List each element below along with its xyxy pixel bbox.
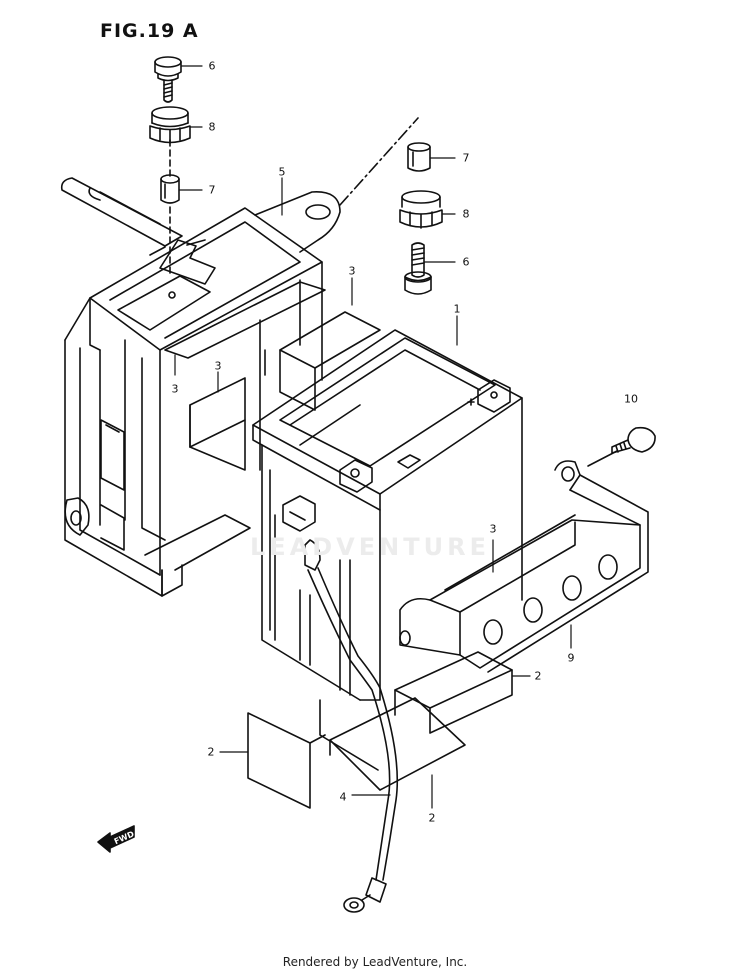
callout-9: 9: [567, 651, 575, 665]
part-3-pad-left: [190, 378, 245, 470]
leader-lines: [175, 66, 571, 808]
callout-3-top: 3: [348, 264, 356, 278]
part-9-bracket: [400, 461, 648, 672]
watermark: LEADVENTURE: [250, 533, 490, 561]
figure-title: FIG.19 A: [100, 20, 199, 42]
part-7-collar-right: [408, 143, 430, 171]
leader-10: [588, 451, 617, 466]
part-6-bolt-right: [405, 243, 431, 294]
callout-5: 5: [278, 165, 286, 179]
part-7-collar-left: [161, 175, 179, 203]
part-2-pad-right: [395, 652, 512, 733]
callout-2-left: 2: [207, 745, 215, 759]
part-6-bolt-top: [155, 57, 181, 102]
callout-3-right: 3: [489, 522, 497, 536]
callout-1: 1: [453, 302, 461, 316]
part-2-pad-bottom: [320, 698, 465, 790]
callout-2-right: 2: [534, 669, 542, 683]
callout-6-right: 6: [462, 255, 470, 269]
fwd-arrow-icon: FWD: [98, 826, 136, 852]
part-1-battery: [253, 330, 522, 700]
callout-8-top: 8: [208, 120, 216, 134]
part-3-pad-mid: [280, 312, 380, 410]
callout-7-left: 7: [208, 183, 216, 197]
callout-3-left: 3: [171, 382, 179, 396]
callout-2-bottom: 2: [428, 811, 436, 825]
callout-7-right: 7: [462, 151, 470, 165]
mounting-guide-line: [170, 118, 418, 275]
callout-8-right: 8: [462, 207, 470, 221]
part-4-cable: [283, 496, 397, 912]
callout-4: 4: [339, 790, 347, 804]
part-3-pad-top: [165, 282, 325, 358]
callout-10: 10: [624, 392, 638, 406]
callout-6-top: 6: [208, 59, 216, 73]
fwd-label: FWD: [113, 829, 136, 846]
footer-credit: Rendered by LeadVenture, Inc.: [282, 955, 468, 969]
part-8-grommet-right: [400, 191, 442, 228]
part-10-bolt: [612, 428, 655, 453]
part-5-battery-case: [62, 178, 340, 596]
callout-3-mid: 3: [214, 359, 222, 373]
part-8-grommet-top: [150, 107, 190, 143]
part-2-pad-left: [248, 713, 325, 808]
